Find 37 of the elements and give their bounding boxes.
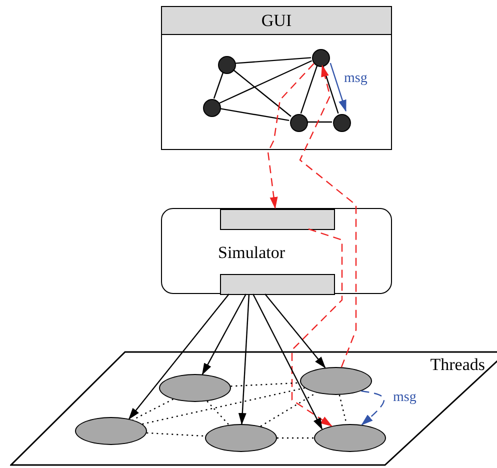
graph-node [312,49,330,67]
dotted-link [206,400,230,426]
simulator-box [161,208,392,294]
plane-label: Threads [430,355,485,375]
graph-node [203,99,221,117]
window-title: GUI [162,7,391,35]
arrow [291,228,343,426]
box-label: Simulator [218,243,286,263]
arrow [361,390,385,426]
connector-line [218,60,312,104]
graph-node [333,114,351,132]
arrow [202,294,247,376]
port-bar [220,274,335,295]
graph-node [218,56,236,74]
port-bar [220,209,335,230]
connector-line [232,69,292,117]
connector-line [322,65,339,114]
arrow [238,294,250,425]
arrow [330,62,346,112]
graph-node [290,114,308,132]
dotted-link [132,398,174,420]
gui-window [161,6,392,150]
connector-line [307,121,332,123]
arrow [299,64,357,368]
arrow [264,294,326,368]
connector-line [220,108,290,122]
connector-line [300,65,318,114]
edge-label: msg [343,72,368,86]
connector-line [234,57,312,64]
arrow [267,63,314,209]
dotted-link [146,432,206,437]
connector-line [213,72,224,99]
dotted-link [142,387,305,425]
arrow [252,294,323,430]
edge-label: msg [392,391,418,405]
arrow [128,294,230,420]
dotted-link [277,437,314,439]
